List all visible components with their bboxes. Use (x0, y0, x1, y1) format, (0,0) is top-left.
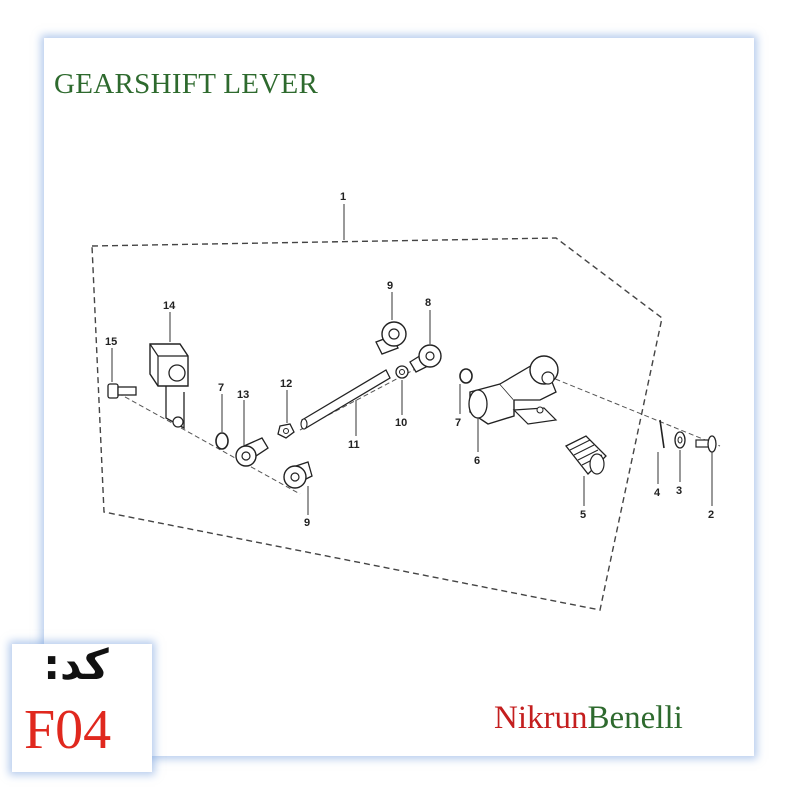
callout-4: 4 (654, 487, 661, 499)
part-9-rod-end-upper (375, 321, 407, 355)
part-7-ring-left (215, 432, 229, 450)
part-3-washer (674, 431, 686, 449)
callout-9-lower: 9 (304, 517, 310, 529)
part-11-rod (300, 369, 391, 430)
part-6-gear-lever (468, 355, 559, 425)
callout-13: 13 (237, 389, 249, 401)
callout-14: 14 (163, 300, 176, 312)
callout-10: 10 (395, 417, 407, 429)
part-10-nut (395, 365, 409, 379)
callout-12: 12 (280, 378, 292, 390)
callout-15: 15 (105, 336, 117, 348)
part-14-clamp (149, 343, 189, 430)
part-12-nut (277, 423, 295, 439)
part-13-ball-joint (235, 437, 269, 467)
diagram-card (44, 38, 754, 756)
callout-7-left: 7 (218, 382, 224, 394)
page-title: GEARSHIFT LEVER (54, 68, 319, 100)
part-7-ring-right (459, 368, 473, 384)
part-5-foot-peg (564, 435, 607, 475)
part-9-rod-end-lower (283, 461, 313, 489)
code-label: كد: (43, 640, 109, 689)
assembly-outline (91, 237, 663, 611)
part-4-pin (659, 419, 665, 449)
code-box (12, 644, 152, 772)
callout-1: 1 (340, 191, 346, 203)
brand-part-benelli: Benelli (587, 700, 683, 736)
part-8-rod-end (409, 344, 442, 373)
callout-8: 8 (425, 297, 431, 309)
callout-9-upper: 9 (387, 280, 393, 292)
callout-7-right: 7 (455, 417, 461, 429)
callout-6: 6 (474, 455, 480, 467)
callout-5: 5 (580, 509, 586, 521)
callout-2: 2 (708, 509, 714, 521)
code-value: F04 (24, 699, 112, 761)
callout-3: 3 (676, 485, 682, 497)
brand-part-nikrun: Nikrun (494, 700, 588, 736)
part-2-bolt (695, 435, 717, 453)
part-15-bolt (107, 383, 137, 399)
brand-name: NikrunBenelli (494, 700, 683, 737)
callout-11: 11 (348, 439, 360, 451)
